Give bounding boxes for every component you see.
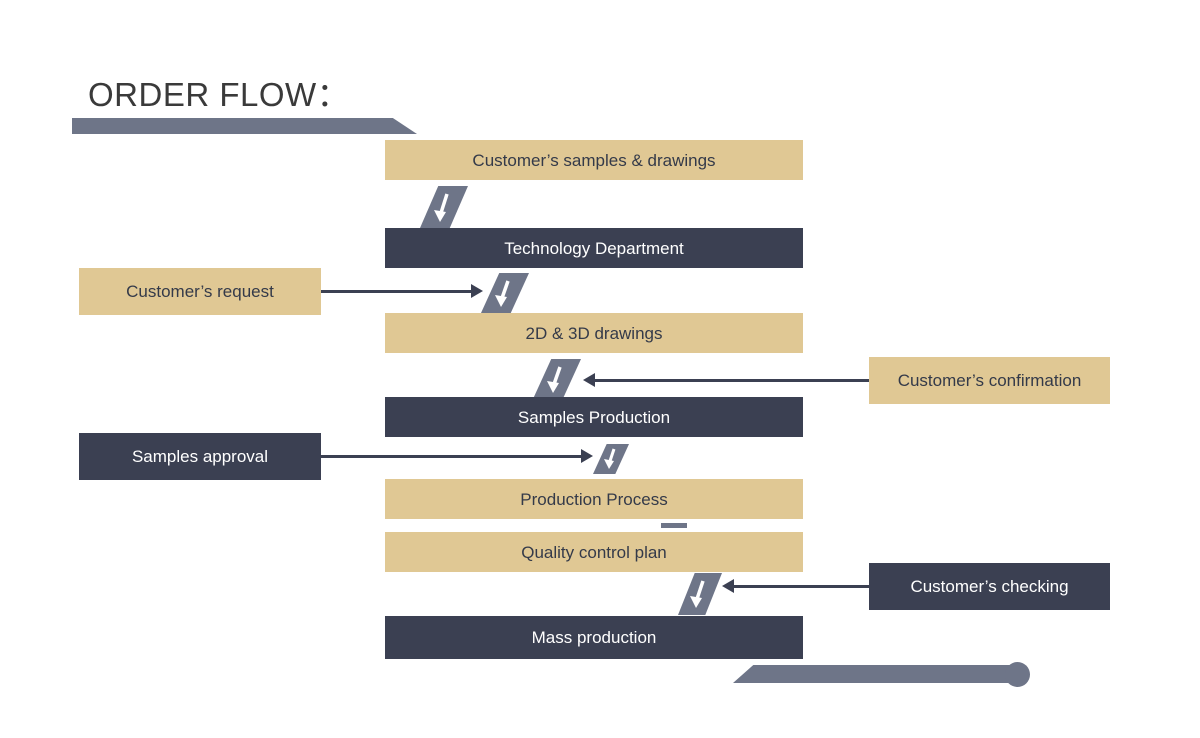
connector-step2-to-step3 [481, 273, 529, 313]
flow-step-customers-samples-and-drawings[interactable]: Customer’s samples & drawings [385, 140, 803, 180]
connector-step4-to-step5 [593, 444, 629, 474]
arrow-line-customers-checking [734, 585, 869, 588]
arrow-line-customers-request [321, 290, 473, 293]
flow-step-quality-control-plan[interactable]: Quality control plan [385, 532, 803, 572]
right-arrow-icon [581, 449, 593, 463]
flow-step-mass-production[interactable]: Mass production [385, 616, 803, 659]
flow-step-production-process[interactable]: Production Process [385, 479, 803, 519]
right-arrow-icon [471, 284, 483, 298]
page-title: ORDER FLOW： [88, 76, 351, 113]
arrow-line-customers-confirmation [595, 379, 869, 382]
bottom-ribbon-decoration [733, 665, 1023, 683]
down-arrow-icon [547, 366, 562, 393]
input-customers-checking[interactable]: Customer’s checking [869, 563, 1110, 610]
input-customers-request[interactable]: Customer’s request [79, 268, 321, 315]
input-samples-approval[interactable]: Samples approval [79, 433, 321, 480]
down-arrow-icon [690, 580, 705, 608]
connector-step6-to-step7 [678, 573, 722, 615]
flow-step-technology-department[interactable]: Technology Department [385, 228, 803, 268]
connector-step1-to-step2 [420, 186, 468, 228]
down-arrow-icon [434, 193, 449, 222]
down-arrow-icon [495, 280, 510, 307]
flow-step-2d-and-3d-drawings[interactable]: 2D & 3D drawings [385, 313, 803, 353]
flow-step-samples-production[interactable]: Samples Production [385, 397, 803, 437]
connector-step5-to-step6 [661, 523, 687, 528]
arrow-line-samples-approval [321, 455, 583, 458]
down-arrow-icon [604, 448, 616, 469]
left-arrow-icon [722, 579, 734, 593]
end-dot-icon [1005, 662, 1030, 687]
input-customers-confirmation[interactable]: Customer’s confirmation [869, 357, 1110, 404]
left-arrow-icon [583, 373, 595, 387]
connector-step3-to-step4 [533, 359, 581, 399]
top-ribbon-decoration [72, 118, 417, 134]
